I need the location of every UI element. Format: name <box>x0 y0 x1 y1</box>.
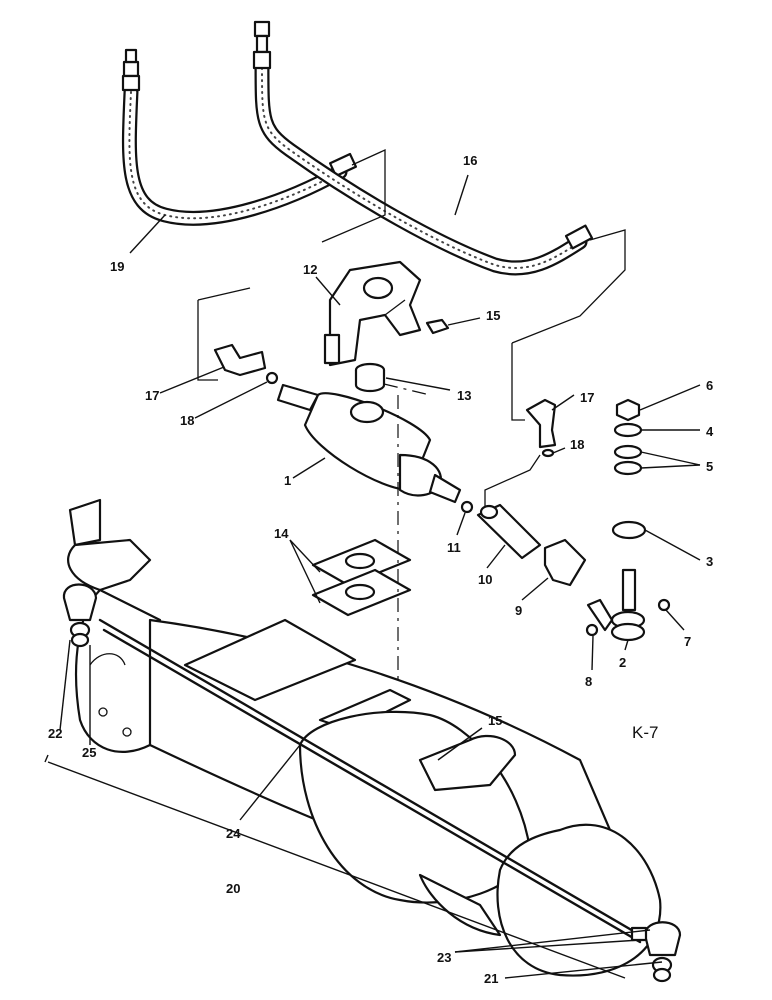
dust-cover-3 <box>611 520 647 540</box>
washer-5b <box>613 444 643 460</box>
leader-lines <box>44 174 701 979</box>
callout-14: 14 <box>274 526 289 541</box>
callout-2: 2 <box>619 655 626 670</box>
callout-3: 3 <box>706 554 713 569</box>
bushing-13-body <box>354 370 386 393</box>
bolt-15-upper <box>425 318 450 335</box>
steering-cylinder-1 <box>276 383 462 504</box>
callout-18-left: 18 <box>180 413 194 428</box>
callout-16: 16 <box>463 153 477 168</box>
callout-5: 5 <box>706 459 713 474</box>
bracket-12 <box>323 260 422 367</box>
rod-end-10 <box>476 503 542 560</box>
o-ring-18-right <box>541 448 555 458</box>
tie-rod-end-22 <box>62 583 98 648</box>
callout-15-lower: 15 <box>488 713 502 728</box>
callout-11: 11 <box>447 540 461 555</box>
callout-24: 24 <box>226 826 241 841</box>
callout-8: 8 <box>585 674 592 689</box>
callout-18-right: 18 <box>570 437 584 452</box>
hose-16 <box>252 20 594 276</box>
callout-7: 7 <box>684 634 691 649</box>
front-axle <box>67 498 662 977</box>
washer-4 <box>613 422 643 438</box>
callout-17-left: 17 <box>145 388 159 403</box>
nut-6 <box>615 398 641 422</box>
o-ring-18-left <box>265 371 279 385</box>
figure-code: K-7 <box>632 723 658 742</box>
hose-19 <box>121 48 358 226</box>
grease-nipple-8 <box>585 623 599 637</box>
elbow-fitting-17-left <box>213 343 267 377</box>
tie-rod-end-21 <box>630 921 682 983</box>
elbow-fitting-17-right <box>525 398 557 449</box>
callout-22: 22 <box>48 726 62 741</box>
callout-12: 12 <box>303 262 317 277</box>
tie-rod-20 <box>98 618 642 944</box>
callout-10: 10 <box>478 572 492 587</box>
callout-19: 19 <box>110 259 124 274</box>
callout-9: 9 <box>515 603 522 618</box>
callout-25: 25 <box>82 745 96 760</box>
callout-labels: 1 2 3 4 5 6 7 8 9 10 11 12 13 14 15 15 1… <box>48 153 714 986</box>
callout-6: 6 <box>706 378 713 393</box>
cotter-pin-7 <box>657 598 671 612</box>
callout-23: 23 <box>437 950 451 965</box>
ball-stud-2 <box>586 568 646 642</box>
plates-14 <box>311 538 412 617</box>
callout-21: 21 <box>484 971 498 986</box>
callout-17-right: 17 <box>580 390 594 405</box>
callout-20: 20 <box>226 881 240 896</box>
clamp-9 <box>543 538 587 587</box>
callout-1: 1 <box>284 473 291 488</box>
callout-13: 13 <box>457 388 471 403</box>
callout-4: 4 <box>706 424 714 439</box>
callout-15-upper: 15 <box>486 308 500 323</box>
washer-5a <box>613 460 643 476</box>
o-ring-11 <box>460 500 474 514</box>
